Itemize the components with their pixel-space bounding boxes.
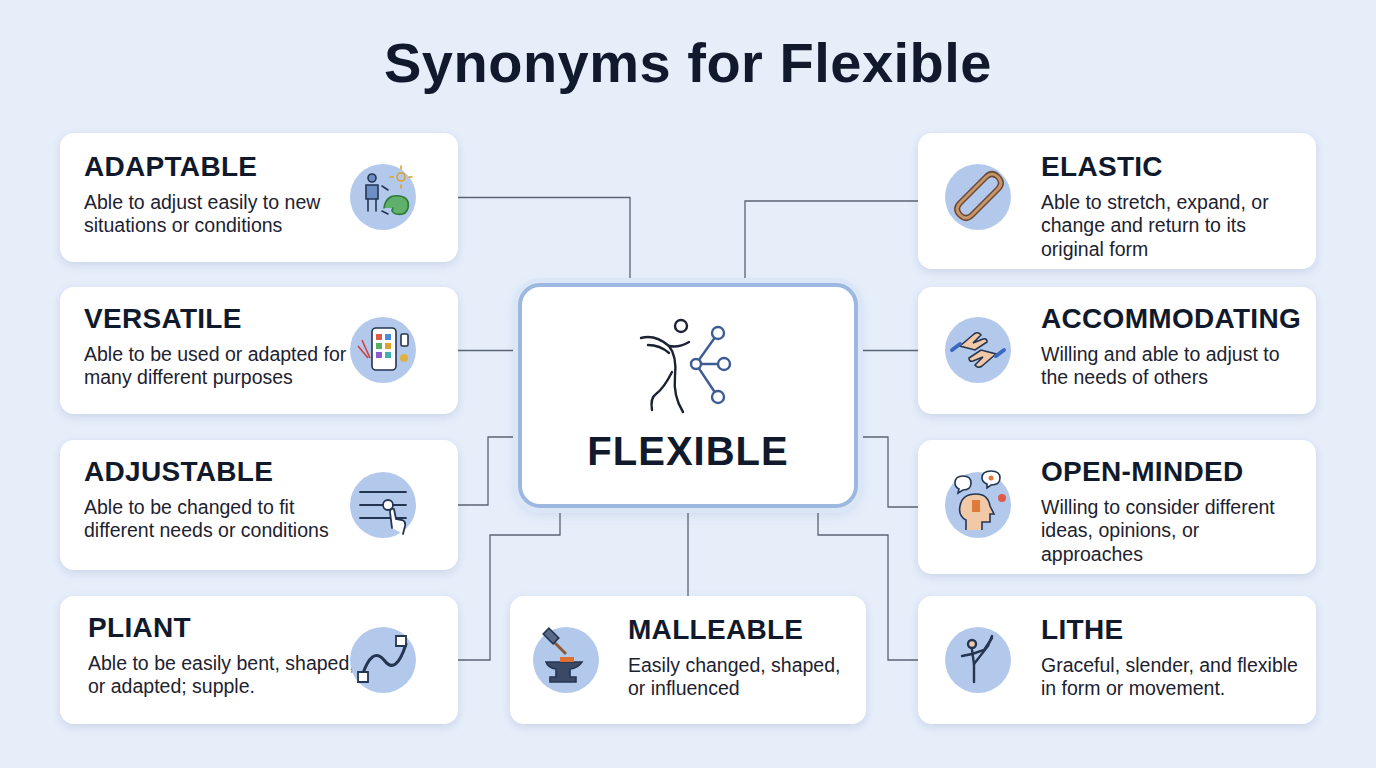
icon-circle bbox=[350, 164, 416, 230]
icon-circle bbox=[350, 627, 416, 693]
icon-circle bbox=[350, 317, 416, 383]
synonym-card: ELASTIC Able to stretch, expand, or chang… bbox=[918, 133, 1316, 269]
icon-circle bbox=[533, 627, 599, 693]
lithe-icon bbox=[962, 636, 992, 682]
elastic-icon bbox=[957, 174, 1001, 218]
card-text: ACCOMMODATING Willing and able to adjust … bbox=[1041, 304, 1306, 390]
synonym-definition: Willing to consider different ideas, opi… bbox=[1041, 496, 1306, 566]
synonym-card: VERSATILE Able to be used or adapted for … bbox=[60, 287, 458, 414]
icon-circles bbox=[350, 164, 1011, 693]
connector-line bbox=[858, 437, 918, 507]
synonym-definition: Able to be used or adapted for many diff… bbox=[84, 343, 354, 390]
card-text: OPEN-MINDED Willing to consider different… bbox=[1041, 457, 1306, 566]
synonym-card: ADAPTABLE Able to adjust easily to new si… bbox=[60, 133, 458, 262]
card-text: ADJUSTABLE Able to be changed to fit diff… bbox=[84, 457, 354, 543]
card-text: ADAPTABLE Able to adjust easily to new si… bbox=[84, 152, 354, 238]
synonym-heading: OPEN-MINDED bbox=[1041, 457, 1306, 488]
synonym-card: OPEN-MINDED Willing to consider different… bbox=[918, 440, 1316, 574]
flexible-icon bbox=[641, 320, 730, 412]
open-minded-icon bbox=[955, 471, 1006, 530]
synonym-definition: Graceful, slender, and flexible in form … bbox=[1041, 654, 1306, 701]
connector-line bbox=[458, 437, 518, 505]
icon-circle bbox=[350, 472, 416, 538]
adjustable-icon bbox=[360, 492, 406, 534]
synonym-definition: Easily changed, shaped, or influenced bbox=[628, 654, 858, 701]
synonym-heading: ACCOMMODATING bbox=[1041, 304, 1306, 335]
card-text: VERSATILE Able to be used or adapted for … bbox=[84, 304, 354, 390]
malleable-icon bbox=[543, 628, 582, 682]
icon-circle bbox=[945, 317, 1011, 383]
synonym-heading: ADAPTABLE bbox=[84, 152, 354, 183]
synonym-card: PLIANT Able to be easily bent, shaped, or… bbox=[60, 596, 458, 724]
icon-circle bbox=[945, 627, 1011, 693]
synonym-definition: Able to be changed to fit different need… bbox=[84, 496, 354, 543]
pliant-icon bbox=[358, 636, 406, 682]
card-text: LITHE Graceful, slender, and flexible in … bbox=[1041, 615, 1306, 701]
synonym-heading: LITHE bbox=[1041, 615, 1306, 646]
icon-circle bbox=[945, 164, 1011, 230]
synonym-heading: ADJUSTABLE bbox=[84, 457, 354, 488]
connector-line bbox=[458, 198, 630, 284]
connector-line bbox=[458, 350, 518, 351]
synonym-card: ADJUSTABLE Able to be changed to fit diff… bbox=[60, 440, 458, 570]
icon-circle bbox=[945, 472, 1011, 538]
diagram-title: Synonyms for Flexible bbox=[0, 30, 1376, 95]
connector-line bbox=[745, 201, 918, 283]
synonym-heading: MALLEABLE bbox=[628, 615, 858, 646]
card-text: ELASTIC Able to stretch, expand, or chang… bbox=[1041, 152, 1306, 261]
synonym-card: ACCOMMODATING Willing and able to adjust … bbox=[918, 287, 1316, 414]
synonym-card: LITHE Graceful, slender, and flexible in … bbox=[918, 596, 1316, 724]
versatile-icon bbox=[358, 328, 408, 370]
card-text: PLIANT Able to be easily bent, shaped, or… bbox=[88, 613, 358, 699]
connector-line bbox=[687, 508, 688, 596]
synonym-heading: ELASTIC bbox=[1041, 152, 1306, 183]
card-text: MALLEABLE Easily changed, shaped, or infl… bbox=[628, 615, 858, 701]
synonym-definition: Willing and able to adjust to the needs … bbox=[1041, 343, 1306, 390]
synonym-card: MALLEABLE Easily changed, shaped, or infl… bbox=[510, 596, 866, 724]
accommodating-icon bbox=[952, 333, 1004, 368]
connector-line bbox=[858, 350, 918, 351]
synonym-heading: VERSATILE bbox=[84, 304, 354, 335]
synonym-definition: Able to stretch, expand, or change and r… bbox=[1041, 191, 1306, 261]
central-label: FLEXIBLE bbox=[522, 429, 854, 474]
synonym-definition: Able to adjust easily to new situations … bbox=[84, 191, 354, 238]
adaptable-icon bbox=[366, 166, 412, 214]
central-concept: FLEXIBLE bbox=[518, 283, 858, 508]
synonym-definition: Able to be easily bent, shaped, or adapt… bbox=[88, 652, 358, 699]
synonym-heading: PLIANT bbox=[88, 613, 358, 644]
